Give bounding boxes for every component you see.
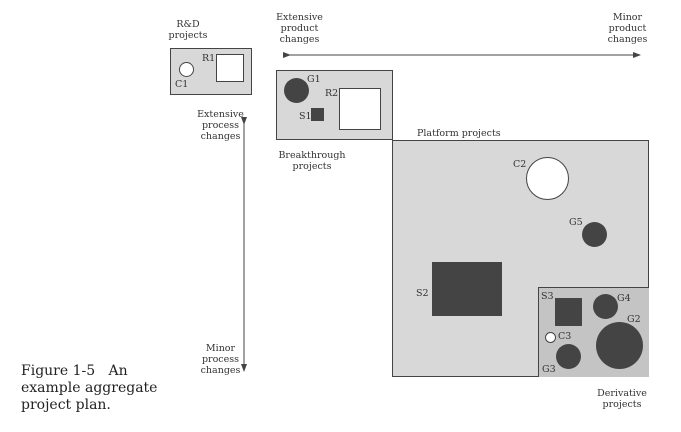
derivative-projects-label: Derivative projects — [597, 388, 647, 410]
project-g2-circle — [596, 322, 643, 369]
project-g4-label: G4 — [617, 293, 631, 304]
extensive-product-changes-label: Extensive product changes — [276, 12, 323, 45]
extensive-process-changes-label: Extensive process changes — [197, 109, 244, 142]
project-c3-circle — [545, 332, 556, 343]
project-r2-square — [339, 88, 381, 130]
platform-projects-label: Platform projects — [417, 128, 501, 139]
project-g5-label: G5 — [569, 217, 583, 228]
breakthrough-projects-region: G1 R2 S1 — [276, 70, 393, 140]
project-c2-label: C2 — [513, 159, 527, 170]
caption-text-3: project plan. — [21, 397, 111, 413]
minor-product-changes-label: Minor product changes — [607, 12, 648, 45]
project-g3-label: G3 — [542, 364, 556, 375]
project-c1-label: C1 — [175, 79, 189, 90]
project-r1-label: R1 — [202, 53, 216, 64]
derivative-projects-region: S3 G4 G2 C3 G3 — [538, 287, 649, 377]
caption-text-2: example aggregate — [21, 380, 158, 396]
minor-process-changes-label: Minor process changes — [200, 343, 241, 376]
project-r1-square — [216, 54, 244, 82]
project-c1-circle — [179, 62, 194, 77]
project-s3-label: S3 — [541, 291, 554, 302]
project-g2-label: G2 — [627, 314, 641, 325]
caption-text-1: An — [108, 363, 128, 379]
project-g1-label: G1 — [307, 74, 321, 85]
figure-caption: Figure 1-5 An example aggregate project … — [21, 363, 157, 414]
project-g1-circle — [284, 78, 309, 103]
rd-projects-region: C1 R1 — [170, 48, 252, 95]
project-g4-circle — [593, 294, 618, 319]
rd-projects-label: R&D projects — [168, 19, 208, 41]
project-s1-square — [311, 108, 324, 121]
project-g3-circle — [556, 344, 581, 369]
breakthrough-projects-label: Breakthrough projects — [278, 150, 346, 172]
project-s2-label: S2 — [416, 288, 429, 299]
project-c2-circle — [526, 157, 569, 200]
project-g5-circle — [582, 222, 607, 247]
figure-number: Figure 1-5 — [21, 363, 96, 379]
project-r2-label: R2 — [325, 88, 339, 99]
platform-projects-region: C2 G5 S2 S3 G4 G2 C3 G3 — [392, 140, 649, 377]
project-s2-square — [432, 262, 502, 316]
project-s3-square — [555, 298, 582, 326]
project-c3-label: C3 — [558, 331, 572, 342]
project-s1-label: S1 — [299, 111, 312, 122]
